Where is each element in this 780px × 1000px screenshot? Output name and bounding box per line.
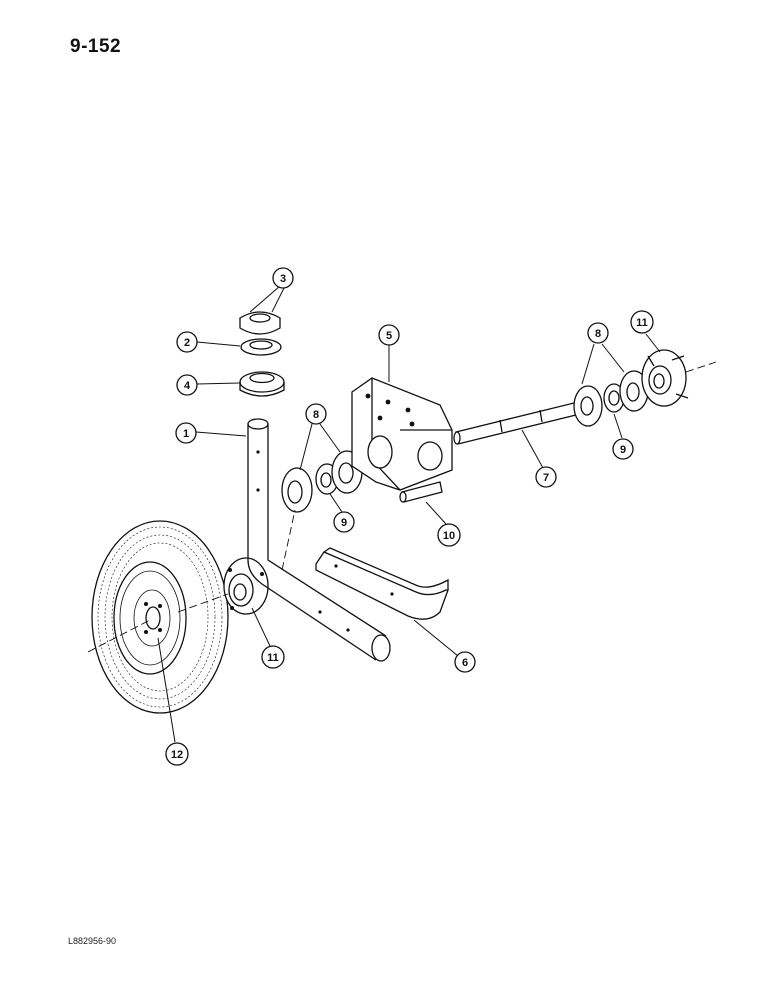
svg-text:7: 7 <box>543 472 549 484</box>
callouts <box>157 285 661 743</box>
rim-outline <box>113 561 187 675</box>
bearing-set-left <box>281 450 363 571</box>
svg-text:2: 2 <box>184 337 190 349</box>
collar-stack <box>239 311 285 397</box>
hub-left-part <box>177 557 269 615</box>
pivot-bracket-part <box>351 377 453 491</box>
page-number: 9-152 <box>70 36 122 57</box>
svg-text:11: 11 <box>267 652 279 664</box>
callout-6: 6 <box>454 651 476 673</box>
pole-part <box>247 418 391 662</box>
callout-2: 2 <box>176 331 198 353</box>
drawing-code: L882956-90 <box>68 936 117 946</box>
callout-9-left: 9 <box>333 511 355 533</box>
svg-text:1: 1 <box>183 428 189 440</box>
hub-right-part <box>641 349 717 407</box>
callout-circles: 3 2 4 1 5 8 9 <box>165 267 654 766</box>
callout-12: 12 <box>165 742 189 766</box>
callout-10: 10 <box>437 523 461 547</box>
svg-text:11: 11 <box>636 317 648 329</box>
svg-text:9: 9 <box>620 444 626 456</box>
bearing-set-right <box>573 370 649 427</box>
callout-11-right: 11 <box>630 310 654 334</box>
pin-part <box>399 481 443 503</box>
svg-text:10: 10 <box>443 530 455 542</box>
svg-text:8: 8 <box>313 409 319 421</box>
svg-text:4: 4 <box>184 380 191 392</box>
svg-text:6: 6 <box>462 657 468 669</box>
rim-center <box>133 589 171 647</box>
callout-5: 5 <box>378 324 400 346</box>
callout-11-left: 11 <box>261 645 285 669</box>
brace-part <box>315 547 449 620</box>
axle-shaft-part <box>453 401 581 445</box>
svg-text:9: 9 <box>341 517 347 529</box>
split-collar-shape <box>239 311 281 335</box>
svg-text:12: 12 <box>171 749 183 761</box>
callout-8-left: 8 <box>305 403 327 425</box>
callout-3: 3 <box>272 267 294 289</box>
callout-9-right: 9 <box>612 438 634 460</box>
svg-text:3: 3 <box>280 273 286 285</box>
tire-outline <box>91 520 229 714</box>
callout-1: 1 <box>175 422 197 444</box>
svg-text:8: 8 <box>595 328 601 340</box>
callout-8-right: 8 <box>587 322 609 344</box>
callout-4: 4 <box>176 374 198 396</box>
svg-text:5: 5 <box>386 330 392 342</box>
callout-7: 7 <box>535 466 557 488</box>
wheel-assembly <box>87 520 229 714</box>
